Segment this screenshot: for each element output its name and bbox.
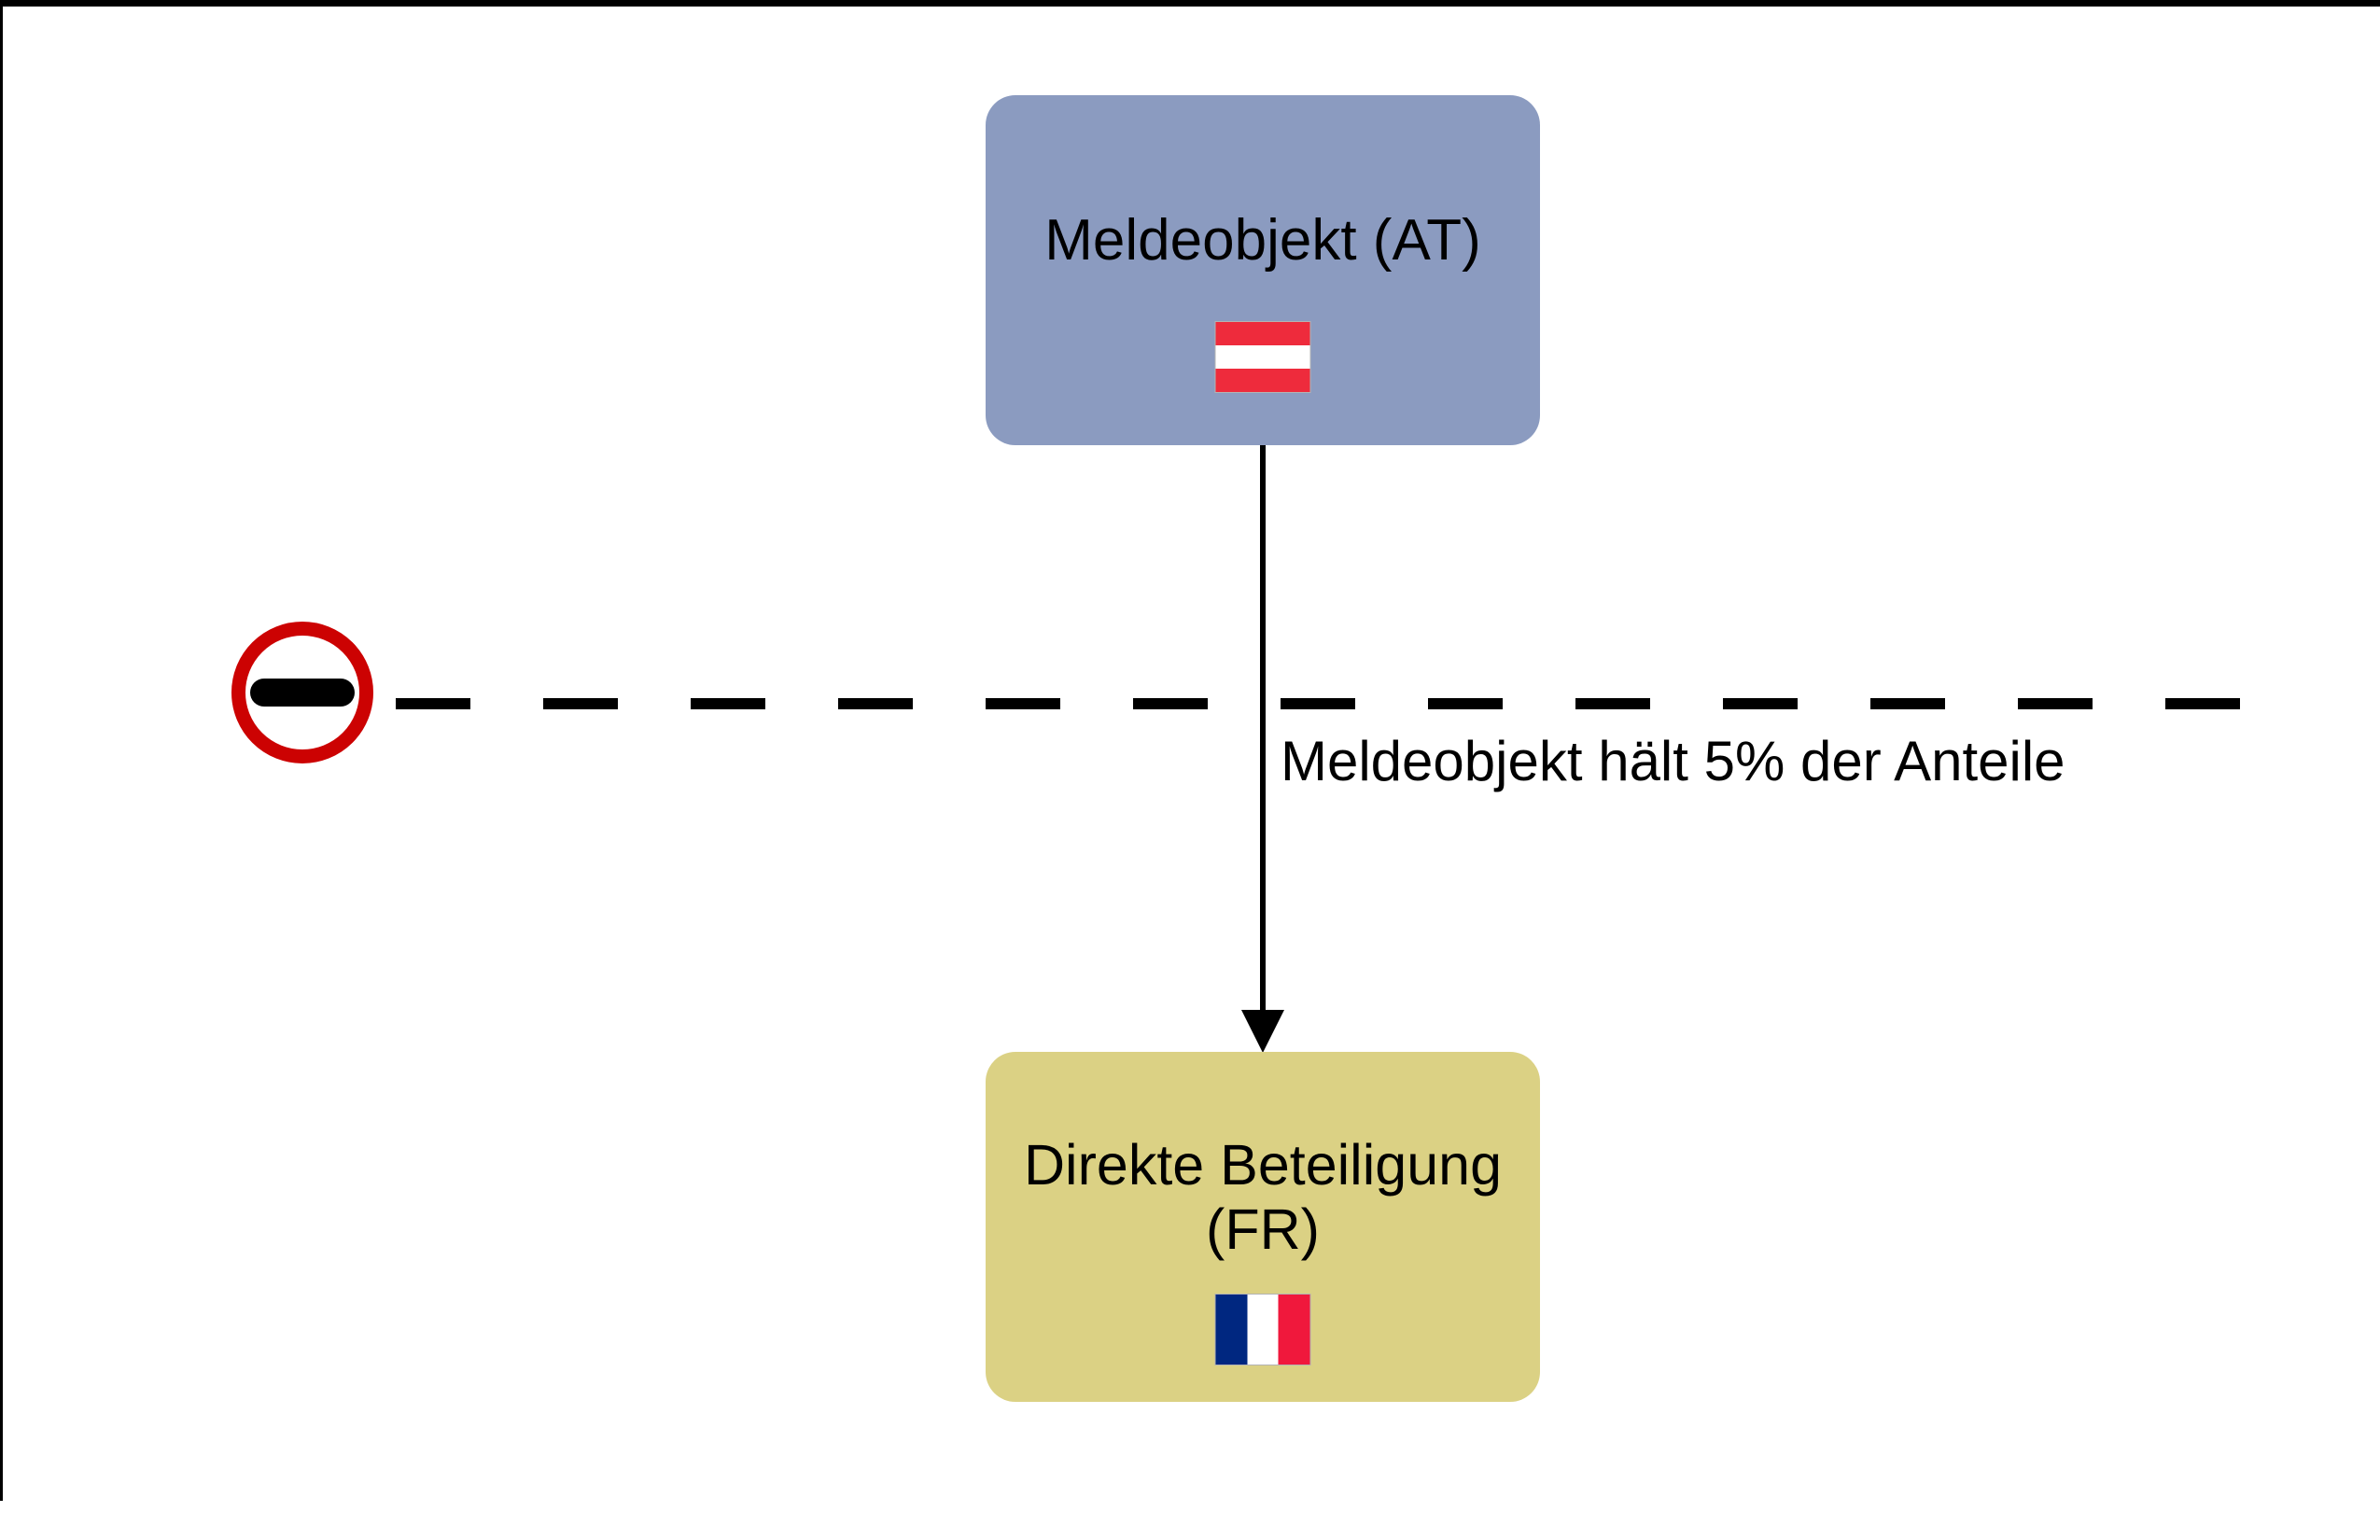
node-beteiligung-label-line1: Direkte Beteiligung [1023,1133,1502,1197]
node-meldeobjekt-label: Meldeobjekt (AT) [1044,208,1481,273]
frame-border-left [0,0,3,1501]
austria-flag-stripe-white [1215,344,1310,369]
ownership-edge-label: Meldeobjekt hält 5% der Anteile [1281,730,2065,792]
node-beteiligung-label-line2: (FR) [1206,1197,1320,1261]
arrowhead-down-icon [1241,1010,1284,1053]
france-flag-stripe-white [1247,1295,1279,1365]
austria-flag-icon [1214,321,1311,393]
frame-border-top [0,0,2380,7]
node-beteiligung-label: Direkte Beteiligung (FR) [986,1133,1540,1262]
austria-flag-stripe-red-top [1215,322,1310,345]
node-direkte-beteiligung-fr: Direkte Beteiligung (FR) [986,1052,1540,1402]
node-meldeobjekt-at: Meldeobjekt (AT) [986,95,1540,445]
france-flag-stripe-red [1278,1295,1310,1365]
minus-bar [250,679,355,707]
france-flag-icon [1214,1294,1311,1365]
france-flag-stripe-blue [1215,1295,1248,1365]
minus-circle-icon [231,622,373,763]
threshold-dashed-line [396,698,2266,709]
ownership-edge-line [1260,445,1266,1010]
austria-flag-stripe-red-bottom [1215,368,1310,392]
